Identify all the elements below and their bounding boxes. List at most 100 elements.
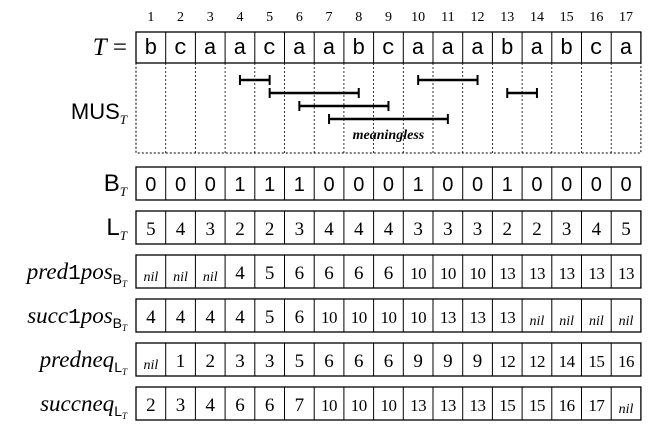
- array-row-pred1pos-frame: [135, 254, 642, 289]
- value-cell: 10: [321, 396, 337, 415]
- value-cell: 0: [620, 174, 631, 196]
- string-cell: c: [263, 36, 276, 61]
- value-cell: 3: [206, 219, 216, 240]
- column-number: 1: [147, 10, 154, 25]
- value-cell: 2: [235, 219, 245, 240]
- value-cell: 13: [440, 396, 456, 415]
- value-cell: 2: [532, 219, 542, 240]
- array-row-B-frame: [135, 166, 642, 201]
- string-cell: a: [530, 36, 543, 61]
- value-cell: 0: [442, 174, 453, 196]
- value-cell: 5: [295, 351, 305, 372]
- value-cell: 3: [443, 219, 453, 240]
- column-number: 13: [500, 10, 514, 25]
- value-cell: 4: [235, 307, 245, 328]
- string-cell: c: [590, 36, 603, 61]
- meaningless-annotation: meaningless: [353, 128, 425, 143]
- value-cell: 4: [176, 219, 186, 240]
- string-row-label: T =: [93, 34, 127, 61]
- value-cell: 5: [265, 307, 275, 328]
- value-cell: 4: [384, 219, 394, 240]
- nil-cell: nil: [143, 358, 158, 373]
- value-cell: 9: [473, 351, 483, 372]
- value-cell: 6: [235, 395, 245, 416]
- nil-cell: nil: [173, 270, 188, 285]
- array-label-L: LT: [106, 214, 127, 243]
- value-cell: 1: [413, 174, 424, 196]
- column-number: 2: [177, 10, 184, 25]
- value-cell: 1: [176, 351, 186, 372]
- string-cell: a: [293, 36, 306, 61]
- value-cell: 6: [265, 395, 275, 416]
- array-label-pred1pos: pred1posBT: [25, 259, 128, 289]
- string-cell: a: [204, 36, 217, 61]
- value-cell: 6: [384, 351, 394, 372]
- value-cell: 2: [146, 395, 156, 416]
- array-label-B: BT: [104, 170, 128, 199]
- string-cell: b: [352, 36, 365, 61]
- array-row-succ1pos-frame: [135, 298, 642, 333]
- value-cell: 10: [470, 264, 486, 283]
- value-cell: 0: [531, 174, 542, 196]
- string-cell: b: [560, 36, 573, 61]
- value-cell: 10: [351, 396, 367, 415]
- value-cell: 12: [529, 352, 545, 371]
- column-number: 12: [471, 10, 485, 25]
- string-cell: a: [233, 36, 246, 61]
- value-cell: 10: [380, 396, 396, 415]
- value-cell: 6: [295, 307, 305, 328]
- value-cell: 14: [559, 352, 576, 371]
- value-cell: 1: [294, 174, 305, 196]
- value-cell: 3: [295, 219, 305, 240]
- string-cell: a: [322, 36, 335, 61]
- value-cell: 17: [588, 396, 605, 415]
- value-cell: 1: [502, 174, 513, 196]
- array-row-predneq-frame: [135, 342, 642, 377]
- value-cell: 15: [529, 396, 545, 415]
- array-label-succneq: succneqLT: [40, 391, 128, 421]
- value-cell: 10: [380, 308, 396, 327]
- string-cell: c: [174, 36, 187, 61]
- value-cell: 4: [354, 219, 364, 240]
- string-cell: b: [144, 36, 157, 61]
- value-cell: 13: [618, 264, 634, 283]
- array-label-succ1pos: succ1posBT: [27, 303, 128, 333]
- value-cell: 4: [176, 307, 186, 328]
- value-cell: 0: [383, 174, 394, 196]
- value-cell: 1: [234, 174, 245, 196]
- string-cell: a: [471, 36, 484, 61]
- value-cell: 0: [323, 174, 334, 196]
- value-cell: 5: [265, 263, 275, 284]
- value-cell: 4: [592, 219, 602, 240]
- value-cell: 4: [324, 219, 334, 240]
- value-cell: 15: [499, 396, 515, 415]
- value-cell: 3: [235, 351, 245, 372]
- value-cell: 13: [499, 264, 515, 283]
- value-cell: 4: [206, 395, 216, 416]
- mus-row-label: MUST: [71, 99, 128, 127]
- column-number: 5: [266, 10, 273, 25]
- value-cell: 6: [324, 351, 334, 372]
- value-cell: 3: [265, 351, 275, 372]
- column-number: 3: [207, 10, 214, 25]
- row-labels: T =MUSTBTLTpred1posBTsucc1posBTpredneqLT…: [25, 34, 128, 421]
- value-cell: 6: [354, 263, 364, 284]
- value-cell: 7: [295, 395, 305, 416]
- value-cell: 3: [176, 395, 186, 416]
- column-number: 9: [385, 10, 392, 25]
- value-cell: 13: [499, 308, 515, 327]
- value-cell: 0: [205, 174, 216, 196]
- mus-row: meaningless: [135, 62, 642, 154]
- value-cell: 15: [588, 352, 604, 371]
- nil-cell: nil: [559, 314, 574, 329]
- string-cell: a: [412, 36, 425, 61]
- value-cell: 4: [146, 307, 156, 328]
- value-cell: 6: [384, 263, 394, 284]
- value-cell: 6: [354, 351, 364, 372]
